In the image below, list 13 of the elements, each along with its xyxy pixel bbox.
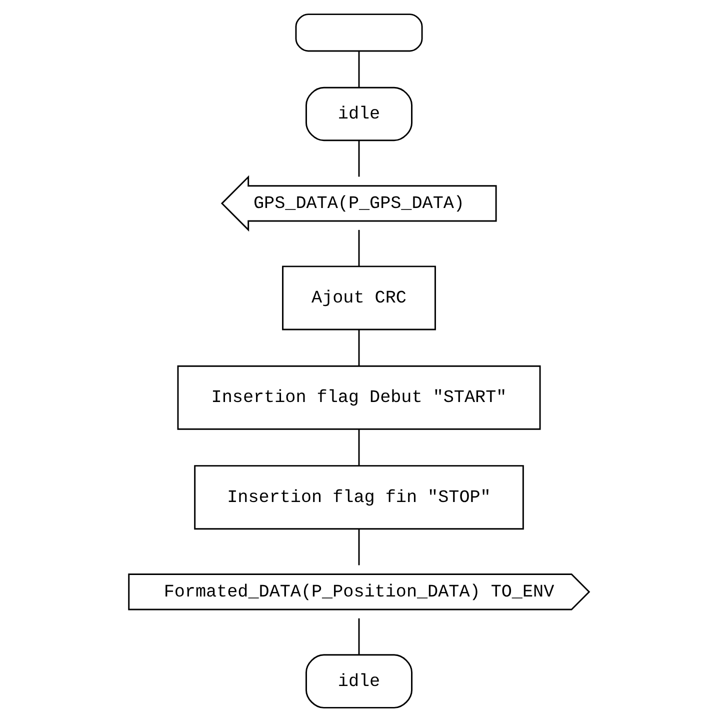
- connector: [358, 429, 360, 466]
- connector: [358, 140, 360, 177]
- node-box: Insertion flag Debut "START": [177, 365, 541, 430]
- node-box: idle: [306, 654, 412, 708]
- connector: [358, 529, 360, 566]
- node-box: idle: [306, 86, 412, 142]
- node-oval: [295, 14, 423, 52]
- node-box: Insertion flag fin "STOP": [194, 465, 524, 530]
- connector: [358, 330, 360, 366]
- node-box: Ajout CRC: [282, 266, 436, 330]
- connector: [358, 230, 360, 266]
- connector: [358, 51, 360, 88]
- connector: [358, 618, 360, 655]
